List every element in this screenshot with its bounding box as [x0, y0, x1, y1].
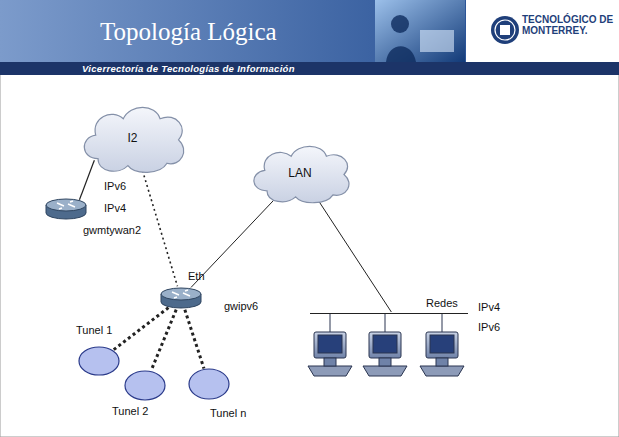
- network-link: [79, 160, 94, 199]
- logo-area: [466, 0, 619, 62]
- dotted-link: [185, 310, 204, 369]
- department-name: Vicerrectoría de Tecnologías de Informac…: [82, 63, 295, 74]
- router-arrows: [57, 201, 75, 209]
- tunnel-ellipse: Tunel n: [188, 368, 230, 400]
- tunnel-ellipse: Tunel 2: [124, 370, 166, 401]
- router-top: [46, 199, 86, 211]
- tunnel-outline: [78, 346, 120, 376]
- protocol-label: IPv6: [104, 180, 126, 192]
- dotted-link: [113, 308, 168, 350]
- router-outline: [45, 197, 87, 221]
- computer-icon: [420, 332, 464, 376]
- cloud-network: LAN: [245, 140, 355, 205]
- tunnel-outline: [124, 370, 166, 401]
- computer-icons: [308, 314, 464, 376]
- router-icon: gwmtywan2: [45, 197, 87, 221]
- logo-seal: [491, 16, 519, 44]
- slide-title: Topología Lógica: [100, 18, 277, 46]
- router-outline: [160, 286, 202, 310]
- node-label: Tunel n: [210, 407, 246, 419]
- header-bar: [0, 62, 619, 75]
- network-bus: Redes: [310, 312, 468, 314]
- tunnel-ellipse: Tunel 1: [78, 346, 120, 376]
- node-label: LAN: [245, 166, 355, 180]
- tunnel-outline: [188, 368, 230, 400]
- node-label: gwmtywan2: [83, 224, 141, 236]
- protocol-label: IPv6: [478, 321, 500, 333]
- network-link: [318, 200, 391, 312]
- protocol-label: IPv4: [104, 202, 126, 214]
- router-arrows: [172, 290, 190, 298]
- tunnel-shape: [125, 371, 165, 400]
- cloud-network: I2: [75, 100, 190, 175]
- institution-logo-text: TECNOLÓGICO DE MONTERREY.: [522, 14, 614, 36]
- dotted-link: [143, 171, 178, 287]
- computer-icon: [308, 332, 352, 376]
- protocol-label: IPv4: [478, 301, 500, 313]
- header-band: [0, 0, 466, 62]
- dotted-link: [151, 310, 176, 371]
- node-label: gwipv6: [224, 300, 258, 312]
- computer-icon: [363, 332, 407, 376]
- header-photo: [375, 0, 465, 62]
- node-label: Redes: [426, 297, 458, 309]
- interface-label: Eth: [188, 270, 205, 282]
- tunnel-shape: [189, 369, 229, 399]
- node-label: I2: [75, 131, 190, 145]
- node-label: Tunel 1: [76, 324, 112, 336]
- router-icon: gwipv6: [160, 286, 202, 310]
- node-label: Tunel 2: [112, 405, 148, 417]
- router-top: [161, 288, 201, 300]
- tunnel-shape: [79, 347, 119, 375]
